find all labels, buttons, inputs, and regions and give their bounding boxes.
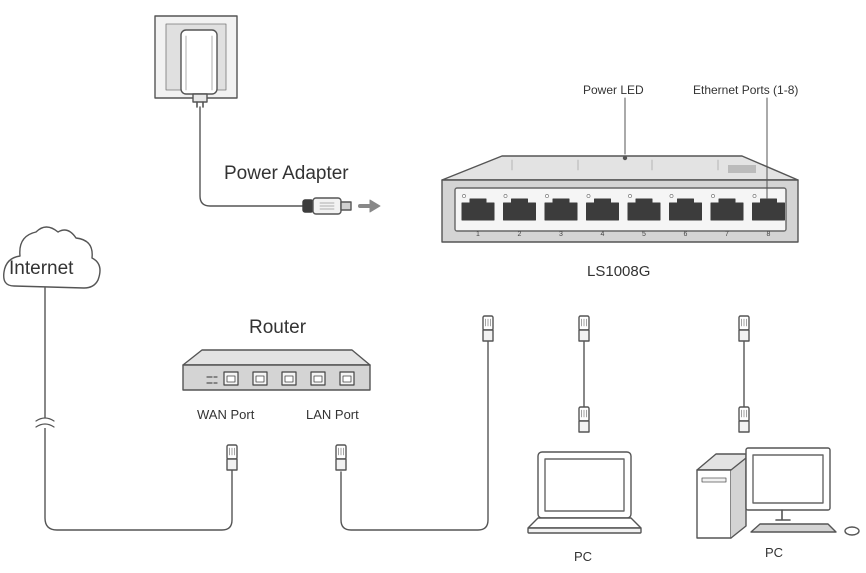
- switch-ethernet-port: [669, 194, 702, 221]
- power-adapter-label: Power Adapter: [224, 163, 349, 184]
- rj45-plug: [482, 315, 494, 342]
- laptop-pc-label: PC: [574, 549, 593, 564]
- router-label: Router: [249, 317, 307, 338]
- rj45-plug: [226, 444, 238, 471]
- router-port-group: [223, 371, 355, 386]
- desktop-pc-label: PC: [765, 545, 784, 560]
- switch-ethernet-port: [710, 194, 744, 221]
- switch-port-number: 1: [476, 231, 480, 238]
- router-lan-port: [310, 371, 326, 386]
- switch-ethernet-port: [503, 194, 536, 221]
- power-cable: [199, 106, 306, 207]
- switch-ethernet-port: [461, 194, 495, 221]
- power-led-label: Power LED: [583, 83, 644, 97]
- rj45-plug: [738, 406, 750, 433]
- switch-port-number: 7: [725, 231, 729, 238]
- ethernet-ports-label: Ethernet Ports (1-8): [693, 83, 799, 97]
- dc-plug: [302, 197, 352, 215]
- switch-ethernet-port: [544, 194, 578, 221]
- switch-port-number: 2: [517, 231, 522, 238]
- switch-port-number: 4: [600, 231, 605, 238]
- switch-port-number: 8: [766, 231, 771, 238]
- switch-port-number: 3: [559, 231, 563, 238]
- lan-port-label: LAN Port: [306, 407, 359, 422]
- switch-port-number: 6: [683, 231, 688, 238]
- desktop-pc: [696, 447, 860, 539]
- switch-ethernet-port: [586, 194, 619, 221]
- router: [182, 349, 371, 391]
- cable-break-mark: [35, 417, 55, 428]
- internet-cable: [44, 287, 233, 531]
- switch-ethernet-port: [627, 194, 661, 221]
- router-lan-port: [252, 371, 268, 386]
- switch-model-label: LS1008G: [587, 263, 651, 280]
- router-lan-port: [281, 371, 297, 386]
- switch-ethernet-port: [752, 194, 785, 221]
- switch-ls1008g: [441, 155, 799, 243]
- rj45-plug: [738, 315, 750, 342]
- rj45-plug: [578, 315, 590, 342]
- switch-port-number: 5: [642, 231, 646, 238]
- lan-cable: [340, 341, 489, 531]
- internet-label: Internet: [9, 258, 74, 279]
- laptop: [527, 451, 642, 534]
- rj45-plug: [578, 406, 590, 433]
- wan-port-label: WAN Port: [197, 407, 255, 422]
- router-wan-port: [223, 371, 239, 386]
- power-adapter: [154, 15, 238, 108]
- arrow-to-switch: [358, 199, 381, 213]
- internet-cloud: [3, 226, 101, 289]
- switch-port-group: [461, 194, 785, 221]
- rj45-plug-group: [226, 315, 750, 471]
- router-lan-port: [339, 371, 355, 386]
- rj45-plug: [335, 444, 347, 471]
